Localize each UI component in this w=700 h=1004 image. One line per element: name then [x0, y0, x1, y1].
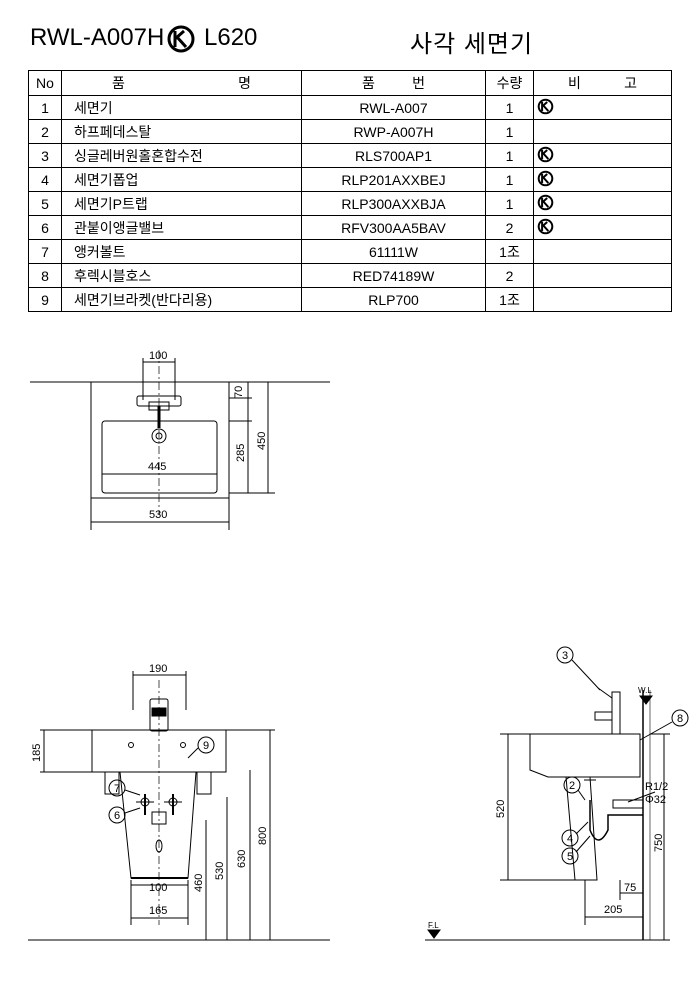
row-part: RLS700AP1: [301, 143, 486, 168]
row-name: 관붙이앵글밸브: [61, 215, 302, 240]
row-no: 4: [28, 167, 62, 192]
row-part: RFV300AA5BAV: [301, 215, 486, 240]
ks-mark-icon: [537, 218, 554, 238]
ks-mark-icon: [537, 98, 554, 118]
row-note: [533, 167, 672, 192]
fl-label: F.L: [428, 921, 439, 930]
dim-side-r12: R1/2: [645, 781, 668, 793]
row-note: [533, 239, 672, 264]
front-view: [28, 671, 330, 941]
row-part: RWP-A007H: [301, 119, 486, 144]
callout-4: 4: [567, 833, 573, 845]
dim-front-100: 100: [149, 882, 167, 894]
callout-2: 2: [569, 780, 575, 792]
row-name: 세면기브라켓(반다리용): [61, 287, 302, 312]
dim-front-800: 800: [257, 827, 269, 845]
row-note: [533, 191, 672, 216]
row-no: 1: [28, 95, 62, 120]
row-no: 3: [28, 143, 62, 168]
dim-top-70: 70: [233, 386, 245, 398]
dim-front-530: 530: [214, 862, 226, 880]
row-name: 하프페데스탈: [61, 119, 302, 144]
row-no: 2: [28, 119, 62, 144]
ks-mark-icon: [537, 194, 554, 214]
row-part: RLP700: [301, 287, 486, 312]
model-number: RWL-A007H: [30, 24, 165, 51]
row-part: RLP300AXXBJA: [301, 191, 486, 216]
row-qty: 2: [485, 263, 534, 288]
callout-7: 8: [677, 713, 683, 725]
ks-mark-icon: [537, 146, 554, 166]
dim-front-185: 185: [31, 744, 43, 762]
dim-front-460: 460: [193, 874, 205, 892]
dim-front-165: 165: [149, 905, 167, 917]
dim-top-100: 100: [149, 350, 167, 362]
wl-label: W.L: [638, 686, 652, 695]
dim-front-630: 630: [236, 850, 248, 868]
row-qty: 1: [485, 143, 534, 168]
callout-3: 3: [562, 650, 568, 662]
callout-5: 5: [567, 851, 573, 863]
dim-top-445: 445: [148, 461, 166, 473]
side-view: [425, 687, 670, 941]
dim-top-285: 285: [235, 444, 247, 462]
product-code: L620: [204, 24, 258, 51]
top-view: [30, 350, 330, 530]
dim-side-750: 750: [653, 834, 665, 852]
callout-8: 7: [114, 783, 120, 795]
row-qty: 1조: [485, 239, 534, 264]
callouts: [108, 646, 689, 865]
row-part: RWL-A007: [301, 95, 486, 120]
row-qty: 1: [485, 167, 534, 192]
callout-6: 6: [114, 810, 120, 822]
row-part: 61111W: [301, 239, 486, 264]
row-part: RED74189W: [301, 263, 486, 288]
row-qty: 2: [485, 215, 534, 240]
ks-mark-icon: [166, 24, 196, 59]
dim-front-190: 190: [149, 663, 167, 675]
dim-side-75: 75: [624, 882, 636, 894]
dim-side-205: 205: [604, 904, 622, 916]
ks-mark-icon: [537, 170, 554, 190]
col-note: 비 고: [533, 70, 672, 96]
dim-top-530: 530: [149, 509, 167, 521]
row-note: [533, 287, 672, 312]
dim-top-450: 450: [256, 432, 268, 450]
table-header-row: No 품 명 품 번 수량 비 고: [28, 70, 672, 96]
row-name: 세면기: [61, 95, 302, 120]
page-title: 사각 세면기: [410, 31, 534, 58]
callout-9: 9: [203, 740, 209, 752]
dim-side-phi32: Φ32: [645, 794, 666, 806]
dim-side-520: 520: [495, 800, 507, 818]
